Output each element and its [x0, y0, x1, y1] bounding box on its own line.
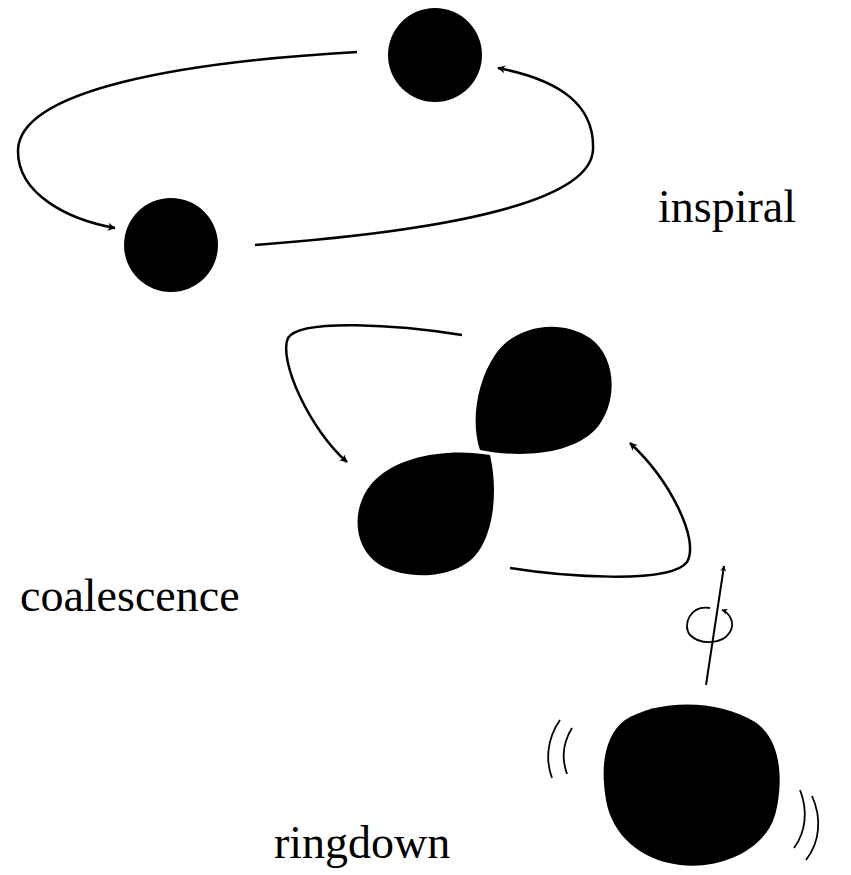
black-hole [388, 8, 482, 102]
orbit-arrow [286, 325, 462, 462]
stage-label: inspiral [658, 184, 796, 230]
stage-label: coalescence [20, 573, 240, 619]
stage-label: ringdown [274, 820, 450, 866]
final-black-hole [604, 704, 780, 865]
ringing-mark [564, 728, 572, 774]
orbit-arrow [255, 68, 593, 245]
spin-arrow [687, 608, 732, 642]
ringing-mark [806, 796, 818, 860]
orbit-arrow [510, 443, 690, 577]
orbit-arrow [18, 52, 357, 228]
merging-black-hole [476, 327, 612, 454]
spin-axis [706, 566, 724, 685]
merging-black-hole [358, 452, 494, 575]
ringing-mark [794, 790, 805, 848]
black-hole [124, 198, 218, 292]
ringing-mark [548, 720, 560, 778]
